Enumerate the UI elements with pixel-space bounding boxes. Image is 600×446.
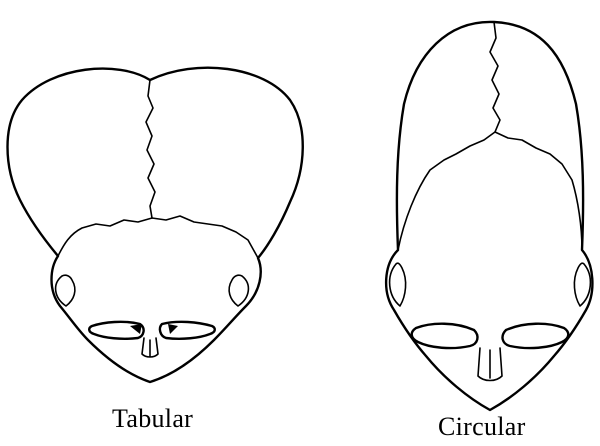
circular-right-ear <box>574 263 590 306</box>
tabular-nasal-aperture <box>142 338 158 357</box>
tabular-left-ear <box>56 275 75 306</box>
tabular-skull-outline <box>8 68 303 382</box>
tabular-label: Tabular <box>112 404 193 434</box>
circular-label: Circular <box>438 412 526 442</box>
tabular-coronal-suture <box>58 216 258 258</box>
circular-left-orbit <box>412 324 478 348</box>
tabular-skull <box>8 68 303 382</box>
circular-coronal-suture <box>398 132 582 250</box>
tabular-sagittal-suture <box>146 80 155 218</box>
circular-sagittal-suture <box>490 22 500 132</box>
circular-left-ear <box>390 263 406 306</box>
circular-skull <box>386 22 592 410</box>
circular-nasal-aperture <box>478 348 502 381</box>
circular-right-orbit <box>503 324 569 348</box>
tabular-right-ear <box>229 275 248 306</box>
